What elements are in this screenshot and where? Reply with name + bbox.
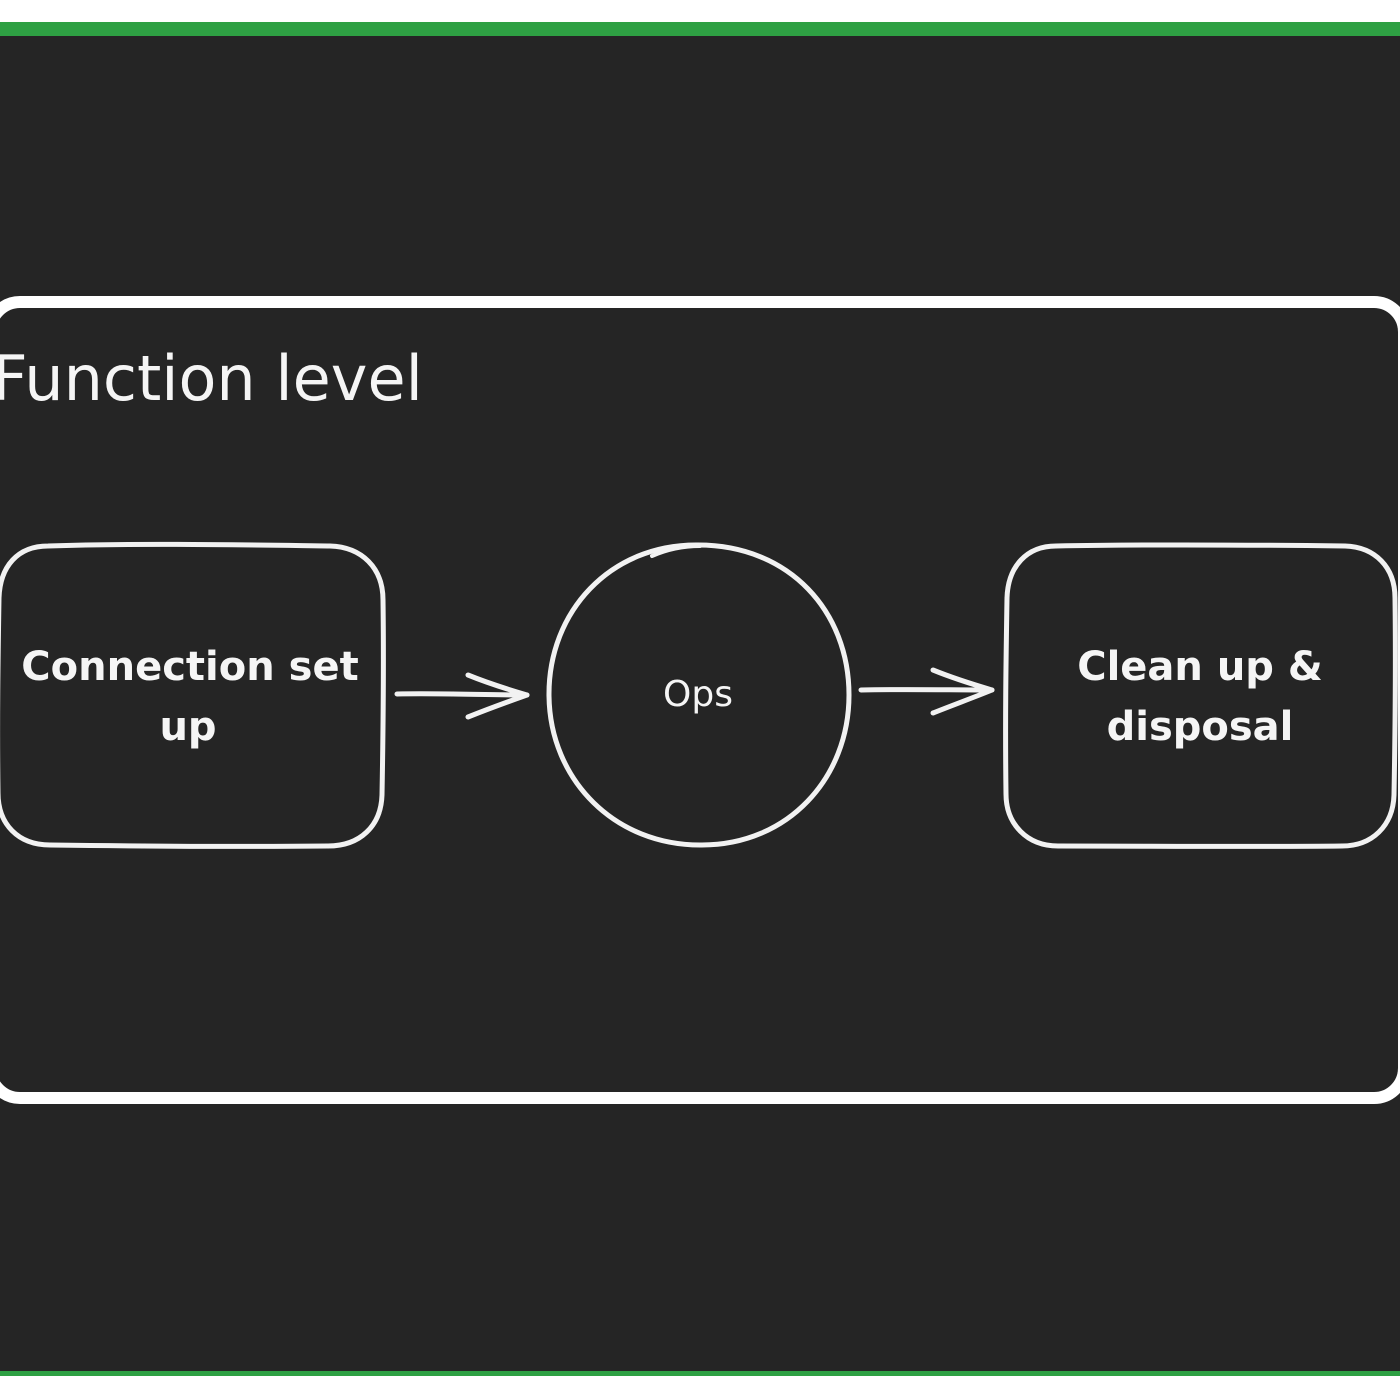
arrow-head	[930, 667, 995, 716]
arrow-ops-to-cleanup[interactable]	[858, 667, 995, 716]
ops-label: Ops	[663, 674, 733, 715]
connection-label-line1: Connection set	[21, 644, 358, 690]
function-level-frame[interactable]	[0, 296, 1400, 1104]
whiteboard-canvas	[0, 22, 1400, 1376]
connection-label-line2: up	[159, 704, 216, 750]
connection-box-outline	[0, 541, 386, 849]
arrow-shaft	[394, 691, 530, 698]
arrow-head	[465, 672, 530, 720]
cleanup-box-outline	[1003, 542, 1398, 849]
frame-title: Function level	[0, 342, 423, 415]
ops-circle-sketch-stroke	[650, 544, 702, 558]
node-cleanup-disposal[interactable]: Clean up & disposal	[1003, 542, 1398, 849]
arrow-connection-to-ops[interactable]	[394, 672, 530, 720]
node-ops[interactable]: Ops	[546, 542, 852, 848]
node-connection-setup[interactable]: Connection set up	[0, 541, 386, 849]
cleanup-label-line2: disposal	[1107, 704, 1294, 750]
cleanup-label-line1: Clean up &	[1077, 644, 1323, 690]
ops-circle-outline	[546, 542, 852, 848]
